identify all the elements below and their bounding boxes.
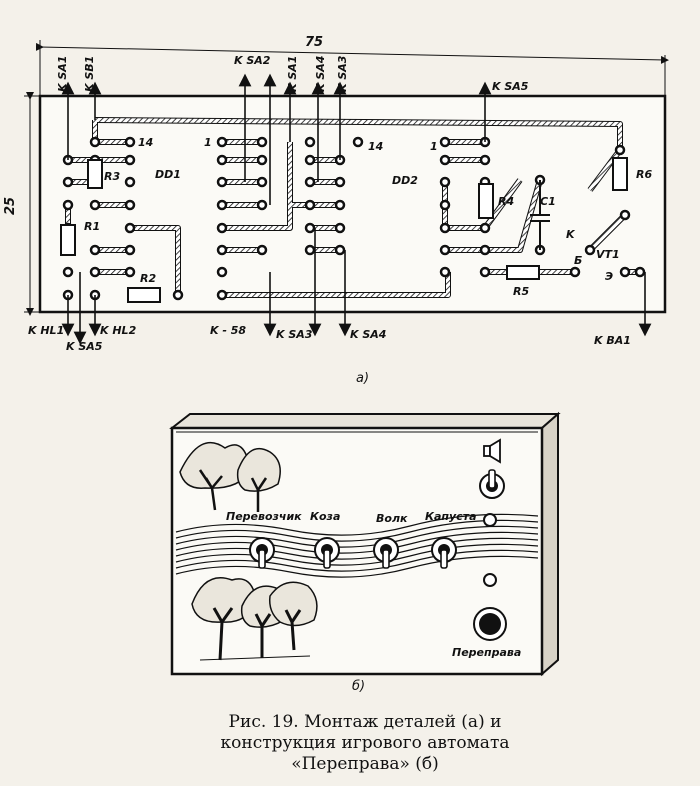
dimension-75-label: 75	[305, 35, 323, 50]
caption-line-2: конструкция игрового автомата	[220, 733, 510, 753]
label-dd1: DD1	[155, 168, 181, 181]
label-r4: R4	[498, 195, 514, 208]
trees-bottom	[191, 577, 318, 661]
label-r6: R6	[636, 168, 652, 181]
label-perevozchik: Перевозчик	[226, 510, 302, 523]
label-pereprava: Переправа	[452, 646, 521, 659]
label-k-sa3-top: K SA3	[336, 55, 349, 92]
toggle-switch-kapusta[interactable]	[431, 537, 457, 569]
label-pin-14-dd1: 14	[138, 136, 153, 149]
toggle-switch-koza[interactable]	[314, 537, 340, 569]
label-r1: R1	[84, 220, 100, 233]
label-volk: Волк	[376, 512, 408, 525]
sound-toggle-switch[interactable]	[479, 469, 505, 499]
label-pin-1-dd1: 1	[204, 136, 212, 149]
label-r2: R2	[140, 272, 156, 285]
label-k-hl1: K HL1	[28, 324, 64, 337]
label-k-sa4-top: K SA4	[314, 56, 327, 92]
dimension-75-line	[35, 42, 669, 64]
subfigure-a-label: а)	[356, 371, 369, 386]
pcb-components	[60, 157, 628, 303]
river-waves	[175, 513, 539, 578]
crossing-push-button[interactable]	[473, 607, 507, 641]
device-box-side	[541, 411, 559, 677]
label-k-sa2: K SA2	[234, 54, 271, 67]
device-box-top	[169, 413, 561, 429]
label-k-58: K - 58	[210, 324, 246, 337]
label-kapusta: Капуста	[425, 510, 477, 523]
figure-caption: Рис. 19. Монтаж деталей (а) и конструкци…	[150, 712, 580, 775]
speaker-icon	[483, 438, 501, 464]
device-drawing: Перевозчик Коза Волк Капуста Переправа б…	[169, 411, 561, 694]
pcb-diagram: 75 25	[3, 35, 669, 386]
label-k-sa4-bottom: K SA4	[350, 328, 386, 341]
toggle-switch-volk[interactable]	[373, 537, 399, 569]
caption-line-1: Рис. 19. Монтаж деталей (а) и	[228, 712, 502, 732]
toggle-switch-perevozchik[interactable]	[249, 537, 275, 569]
label-dd2: DD2	[392, 174, 418, 187]
label-k-sa3-bottom: K SA3	[276, 328, 313, 341]
dimension-25-label: 25	[3, 197, 18, 215]
label-pin-b: Б	[574, 254, 582, 267]
indicator-led-top	[483, 513, 497, 527]
label-c1: C1	[540, 195, 556, 208]
label-r3: R3	[104, 170, 120, 183]
caption-line-3: «Переправа» (б)	[291, 754, 439, 774]
label-k-sa5-top: K SA5	[492, 80, 529, 93]
label-pin-14-dd2: 14	[368, 140, 383, 153]
label-k-sa5-bottom: K SA5	[66, 340, 103, 353]
label-k-ba1: K BA1	[594, 334, 631, 347]
trees-top	[179, 441, 281, 512]
label-pin-e: Э	[605, 270, 613, 283]
label-k-hl2: K HL2	[100, 324, 137, 337]
label-k-sb1: K SB1	[83, 56, 96, 92]
subfigure-b-label: б)	[352, 679, 365, 694]
pcb-leads	[61, 73, 652, 345]
pcb-board	[38, 94, 667, 314]
label-r5: R5	[513, 285, 529, 298]
label-k-sa1-mid: K SA1	[286, 56, 299, 92]
indicator-led-bottom	[483, 573, 497, 587]
label-koza: Коза	[310, 510, 340, 523]
label-pin-k: K	[566, 228, 576, 241]
label-k-sa1-left: K SA1	[56, 56, 69, 92]
label-pin-1-dd2: 1	[430, 140, 438, 153]
label-vt1: VT1	[596, 248, 620, 261]
